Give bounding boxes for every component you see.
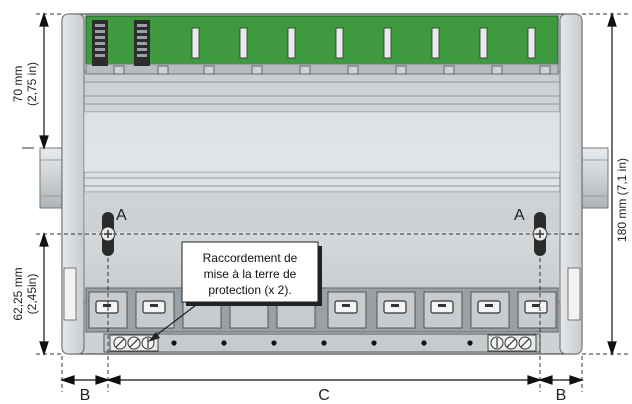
dim-top-mm: 70 mm <box>11 66 25 103</box>
dim-top-in: (2,75 in) <box>25 62 39 106</box>
dim-bottom-left <box>39 232 49 356</box>
dim-bottom-mm: 62,25 mm <box>11 267 25 320</box>
dim-height-right <box>607 12 617 356</box>
din-rail-right <box>579 147 609 209</box>
circuit-board <box>85 15 559 75</box>
label-width-right: B <box>556 387 567 404</box>
dim-bottom-in: (2,45in) <box>25 274 39 315</box>
dim-top-left <box>39 12 49 150</box>
dim-height: 180 mm (7,1 in) <box>615 158 629 242</box>
chassis <box>61 13 583 355</box>
reference-lines <box>36 13 630 392</box>
label-point-right: A <box>514 207 525 224</box>
callout-box: Raccordement de mise à la terre de prote… <box>148 241 322 342</box>
label-width-center: C <box>318 387 330 404</box>
callout-line-2: mise à la terre de <box>204 267 297 281</box>
label-width-left: B <box>80 387 91 404</box>
ground-bar <box>103 333 541 353</box>
callout-line-3: protection (x 2). <box>208 283 291 297</box>
dim-width-bottom <box>60 375 584 385</box>
callout-line-1: Raccordement de <box>203 251 298 265</box>
label-point-left: A <box>116 207 127 224</box>
